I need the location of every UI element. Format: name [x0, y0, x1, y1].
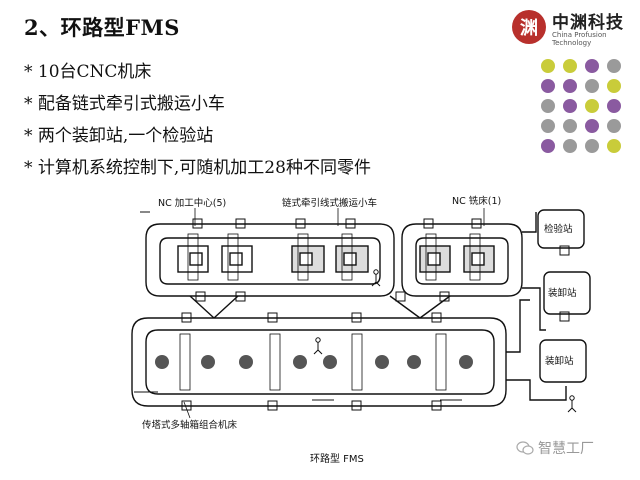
decorative-dot [541, 139, 555, 153]
logo-mark-icon: 渊 [512, 10, 546, 44]
decorative-dot [585, 59, 599, 73]
decorative-dot [585, 139, 599, 153]
label-chain-cart: 链式牵引线式搬运小车 [282, 197, 377, 209]
company-logo: 渊 中渊科技 China Profusion Technology [506, 4, 634, 52]
decorative-dot [607, 119, 621, 133]
decorative-dot [541, 99, 555, 113]
decorative-dot [541, 79, 555, 93]
slide-title: 2、环路型FMS [24, 15, 180, 40]
label-nc-center: NC 加工中心(5) [158, 197, 226, 209]
wechat-icon [516, 441, 534, 455]
label-nc-mill: NC 铣床(1) [452, 195, 501, 207]
decorative-dot [563, 99, 577, 113]
decorative-dot [585, 79, 599, 93]
bullet-item: * 计算机系统控制下,可随机加工28种不同零件 [24, 158, 371, 178]
logo-english: China Profusion Technology [552, 31, 607, 47]
bullet-item: * 配备链式牵引式搬运小车 [24, 94, 225, 114]
bullet-item: * 两个装卸站,一个检验站 [24, 126, 214, 146]
watermark: 智慧工厂 [516, 438, 594, 458]
logo-name: 中渊科技 [552, 13, 624, 33]
decorative-dot [607, 139, 621, 153]
diagram-caption: 环路型 FMS [310, 452, 364, 465]
label-load-station-1: 装卸站 [548, 287, 577, 299]
decorative-dot [541, 59, 555, 73]
decorative-dot [585, 119, 599, 133]
decorative-dot [563, 119, 577, 133]
label-tower-machine: 传塔式多轴箱组合机床 [142, 419, 238, 431]
decorative-dot-grid [541, 59, 621, 153]
decorative-dot [541, 119, 555, 133]
decorative-dot [563, 139, 577, 153]
watermark-text: 智慧工厂 [538, 441, 594, 457]
bullet-item: * 10台CNC机床 [24, 62, 152, 82]
decorative-dot [607, 59, 621, 73]
decorative-dot [563, 79, 577, 93]
label-inspection-station: 检验站 [544, 223, 573, 235]
label-load-station-2: 装卸站 [545, 355, 574, 367]
bullet-list: * 10台CNC机床 * 配备链式牵引式搬运小车 * 两个装卸站,一个检验站 *… [24, 56, 371, 184]
decorative-dot [585, 99, 599, 113]
decorative-dot [607, 79, 621, 93]
decorative-dot [607, 99, 621, 113]
decorative-dot [563, 59, 577, 73]
